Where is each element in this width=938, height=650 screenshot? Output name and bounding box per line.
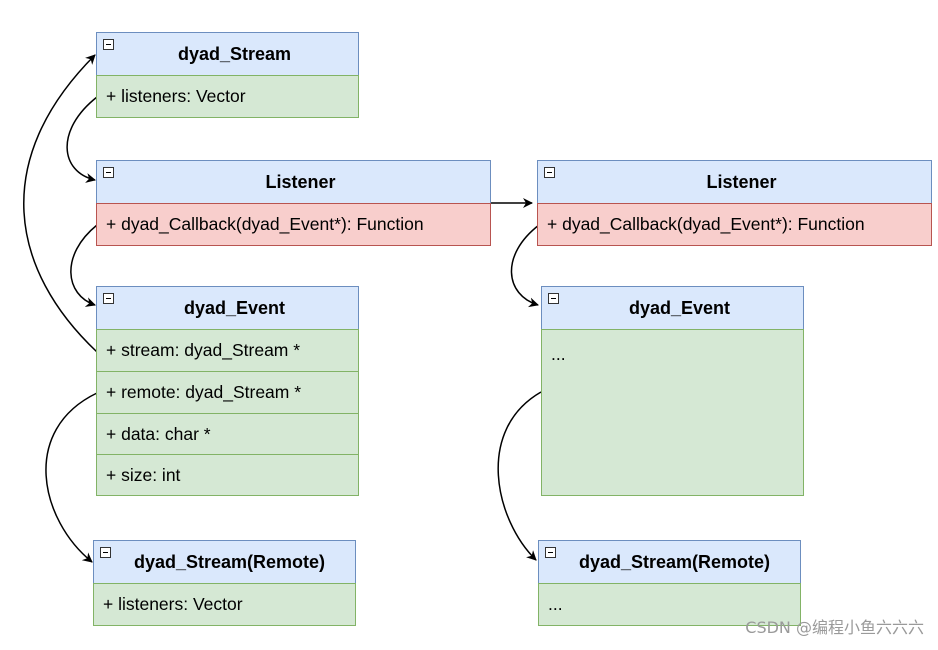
class-field: + listeners: Vector [96, 75, 359, 118]
collapse-icon[interactable] [544, 167, 555, 178]
class-header-dyad-event-left: dyad_Event [96, 286, 359, 330]
class-header-dyad-stream: dyad_Stream [96, 32, 359, 76]
class-field: ... [538, 583, 801, 626]
class-field: + remote: dyad_Stream * [96, 371, 359, 414]
class-field: + stream: dyad_Stream * [96, 329, 359, 372]
collapse-icon[interactable] [100, 547, 111, 558]
class-method: + dyad_Callback(dyad_Event*): Function [96, 203, 491, 246]
class-title: Listener [265, 171, 336, 192]
class-field: + size: int [96, 454, 359, 496]
class-title: Listener [706, 171, 777, 192]
class-header-remote-left: dyad_Stream(Remote) [93, 540, 356, 584]
class-header-dyad-event-right: dyad_Event [541, 286, 804, 330]
collapse-icon[interactable] [103, 39, 114, 50]
arrow-callback-to-event [70, 224, 98, 307]
arrow-event-right-to-remote [497, 391, 542, 561]
class-title: dyad_Stream(Remote) [133, 551, 326, 572]
collapse-icon[interactable] [103, 167, 114, 178]
class-header-listener-right: Listener [537, 160, 932, 204]
collapse-icon[interactable] [548, 293, 559, 304]
collapse-icon[interactable] [545, 547, 556, 558]
collapse-icon[interactable] [103, 293, 114, 304]
class-field: ... [541, 329, 804, 496]
arrow-stream-to-listener [66, 96, 98, 183]
class-field: + data: char * [96, 413, 359, 455]
class-title: dyad_Event [183, 297, 286, 318]
class-field: + listeners: Vector [93, 583, 356, 626]
arrow-stream-to-stream [23, 54, 98, 353]
arrow-remote-to-remote-class [45, 392, 98, 563]
class-title: dyad_Stream(Remote) [578, 551, 771, 572]
class-title: dyad_Event [628, 297, 731, 318]
class-header-remote-right: dyad_Stream(Remote) [538, 540, 801, 584]
class-method: + dyad_Callback(dyad_Event*): Function [537, 203, 932, 246]
watermark: CSDN @编程小鱼六六六 [745, 618, 924, 637]
arrow-callback-right-to-event [510, 224, 540, 308]
class-title: dyad_Stream [177, 43, 292, 64]
class-header-listener-left: Listener [96, 160, 491, 204]
